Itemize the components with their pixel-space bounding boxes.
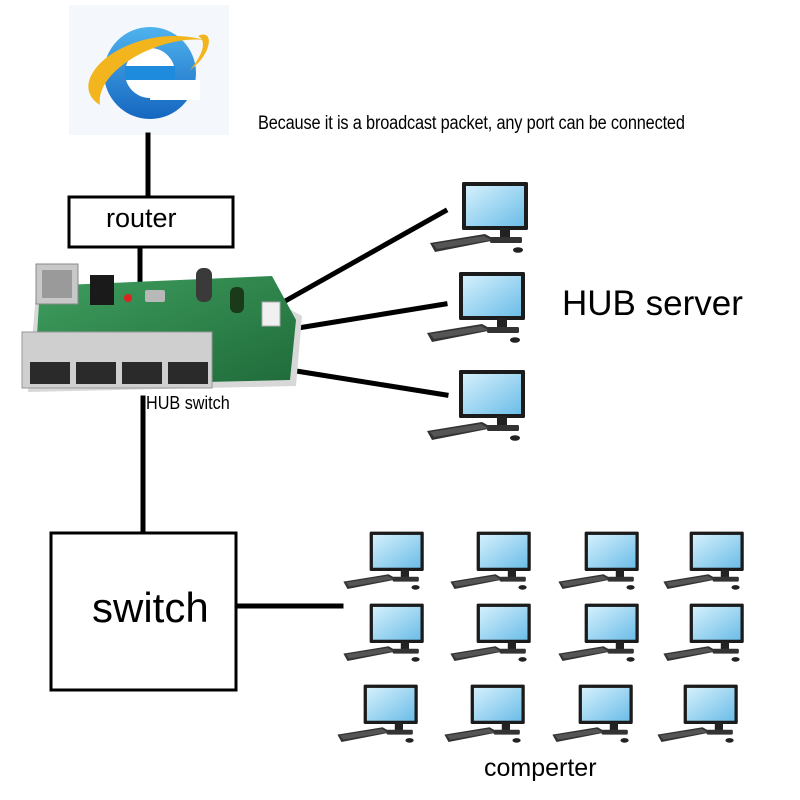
computers-label: comperter	[484, 754, 597, 782]
router-label: router	[106, 203, 177, 233]
switch-box	[49, 531, 238, 692]
desktop-computer-icon	[558, 531, 639, 590]
internet-explorer-icon	[69, 5, 229, 135]
desktop-computer-icon	[663, 531, 744, 590]
desktop-computer-icon	[558, 603, 639, 662]
desktop-computer-icon	[343, 531, 424, 590]
router-box	[67, 195, 235, 249]
hub-server-computer	[430, 182, 528, 253]
desktop-computer-icon	[450, 531, 531, 590]
connection-lines	[137, 132, 449, 609]
desktop-computer-icon	[657, 684, 738, 743]
computer-grid	[337, 531, 744, 743]
hub-server-label: HUB server	[562, 284, 743, 323]
desktop-computer-icon	[450, 603, 531, 662]
switch-label: switch	[92, 584, 209, 631]
desktop-computer-icon	[552, 684, 633, 743]
desktop-computer-icon	[444, 684, 525, 743]
desktop-computer-icon	[663, 603, 744, 662]
desktop-computer-icon	[343, 603, 424, 662]
broadcast-caption: Because it is a broadcast packet, any po…	[258, 113, 685, 134]
hub-switch-label: HUB switch	[146, 393, 230, 413]
hub-server-computer	[427, 272, 525, 343]
desktop-computer-icon	[337, 684, 418, 743]
hub-server-computer	[427, 370, 525, 441]
hub-switch-board	[21, 263, 302, 392]
